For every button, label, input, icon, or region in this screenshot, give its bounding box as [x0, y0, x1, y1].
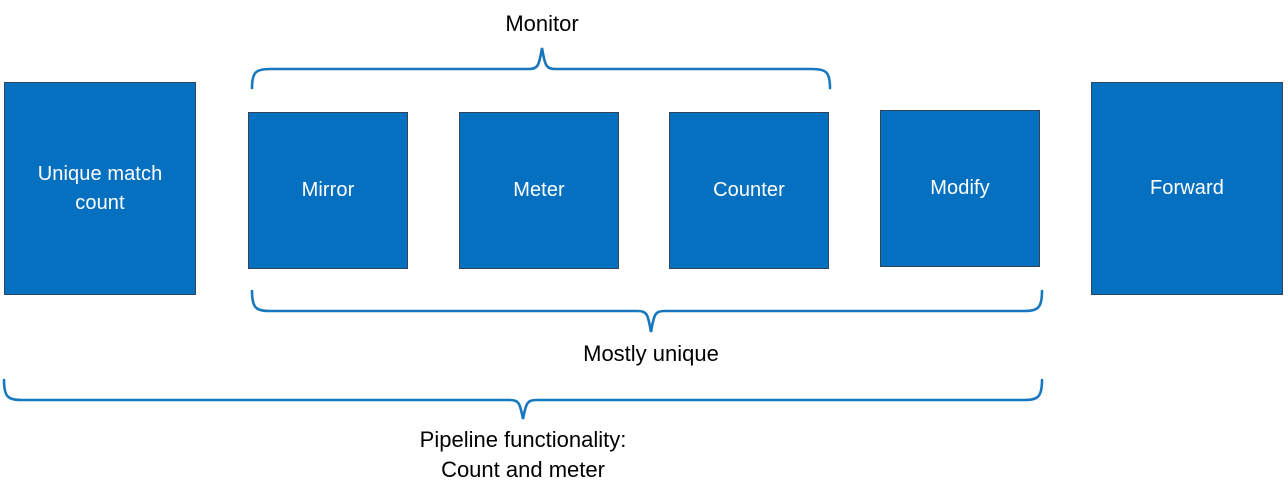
box-unique-match-count[interactable]: Unique match count [4, 82, 196, 295]
brace-monitor-path [250, 47, 832, 90]
brace-mostly-unique-path [250, 289, 1044, 333]
brace-label-monitor: Monitor [505, 11, 579, 36]
box-forward[interactable]: Forward [1091, 82, 1283, 295]
brace-label-pipeline-functionality: Pipeline functionality: Count and meter [419, 427, 627, 482]
box-counter[interactable]: Counter [669, 112, 829, 269]
box-mirror[interactable]: Mirror [248, 112, 408, 269]
brace-label-mostly-unique: Mostly unique [583, 341, 719, 366]
box-modify[interactable]: Modify [880, 110, 1040, 267]
box-meter[interactable]: Meter [459, 112, 619, 269]
brace-pipeline-functionality-path [2, 378, 1044, 420]
